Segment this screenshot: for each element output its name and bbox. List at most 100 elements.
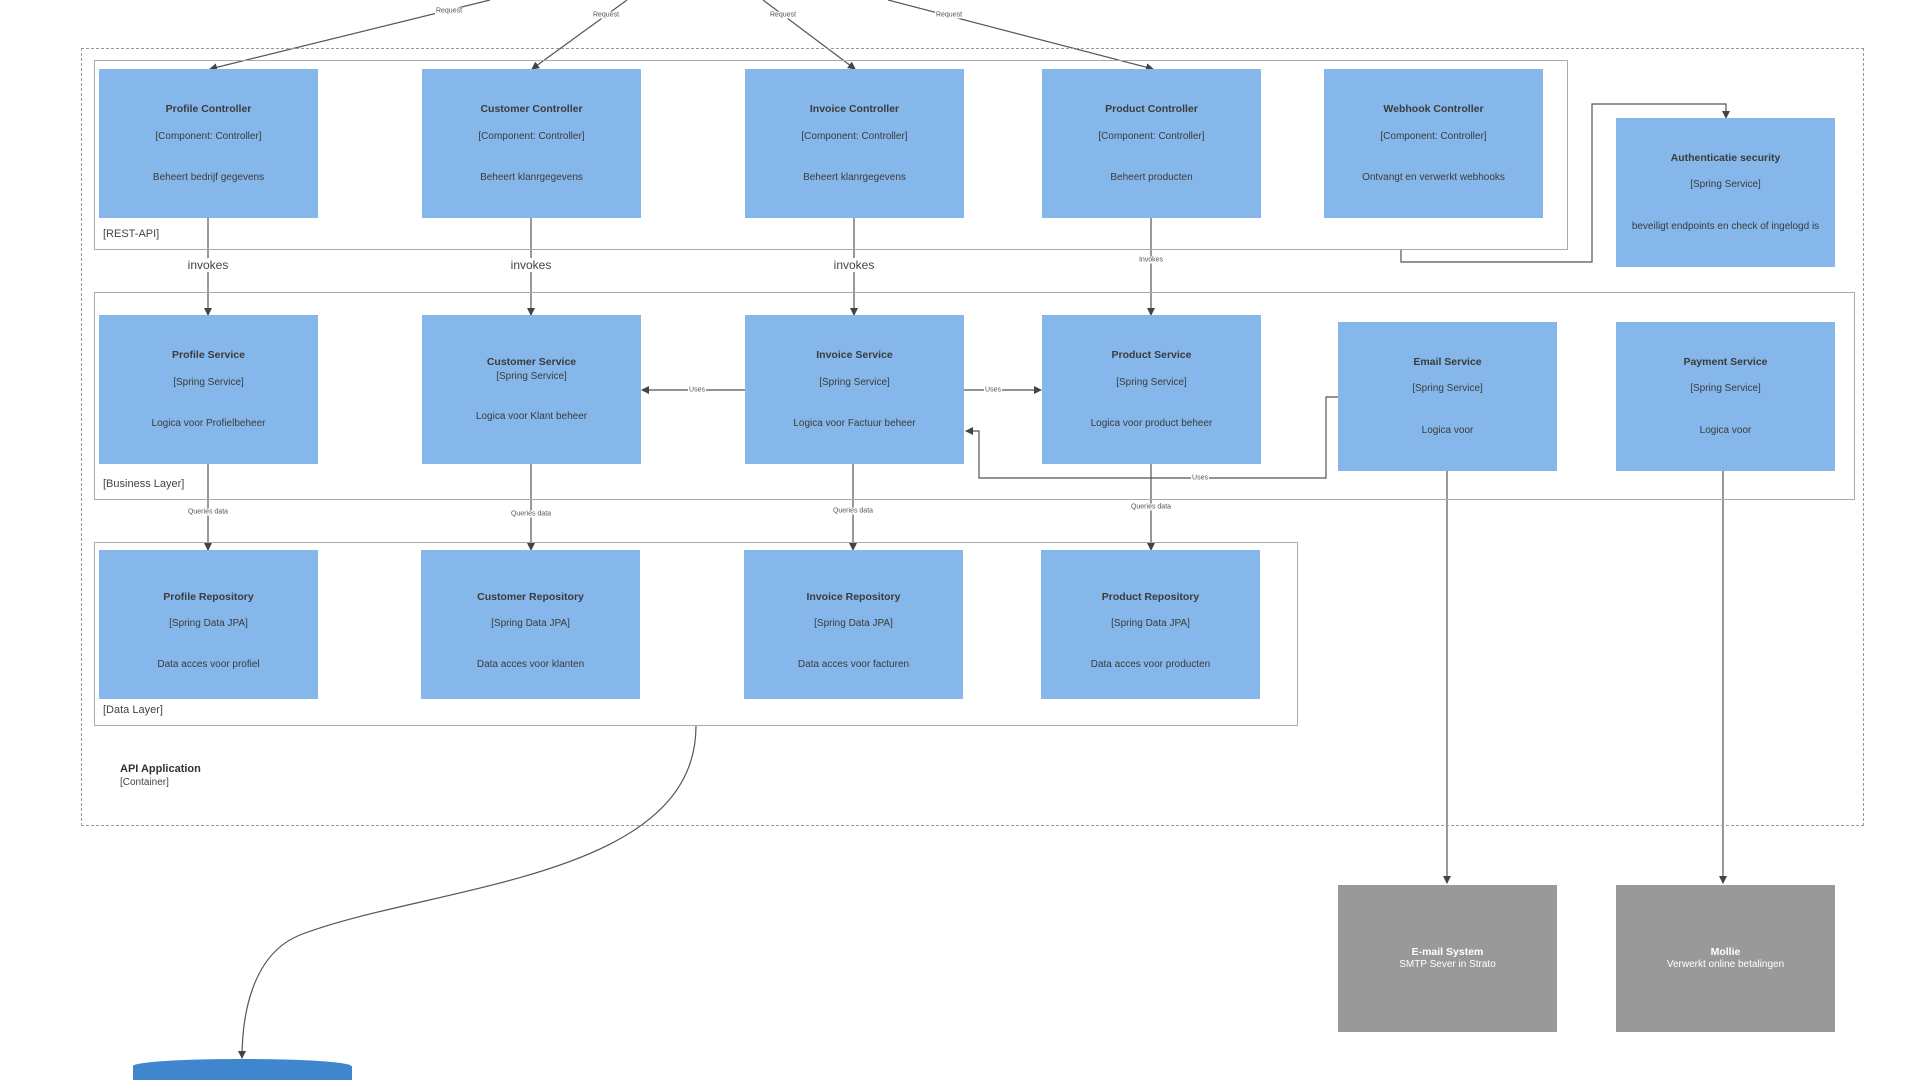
product-repository[interactable]: Product Repository [Spring Data JPA] Dat… (1041, 550, 1260, 699)
queries-label: Queries data (509, 510, 553, 518)
component-title: Invoice Controller (809, 103, 900, 115)
customer-controller[interactable]: Customer Controller [Component: Controll… (422, 69, 641, 218)
invoice-service[interactable]: Invoice Service [Spring Service] Logica … (745, 315, 964, 464)
invokes-label: invokes (508, 258, 554, 272)
request-label: Request (934, 11, 964, 19)
invokes-label: Invokes (1137, 256, 1165, 264)
webhook-controller[interactable]: Webhook Controller [Component: Controlle… (1324, 69, 1543, 218)
component-type: [Spring Service] (1412, 383, 1483, 394)
component-description: Data acces voor facturen (797, 659, 910, 670)
product-controller[interactable]: Product Controller [Component: Controlle… (1042, 69, 1261, 218)
component-description: Ontvangt en verwerkt webhooks (1362, 172, 1505, 183)
component-description: Logica voor (1699, 425, 1752, 436)
component-title: Product Service (1111, 349, 1192, 361)
component-title: Product Repository (1101, 591, 1200, 603)
data-layer (94, 542, 1298, 726)
profile-controller[interactable]: Profile Controller [Component: Controlle… (99, 69, 318, 218)
component-title: Profile Service (172, 349, 245, 361)
component-type: [Spring Service] (1690, 179, 1761, 190)
business-layer-label: [Business Layer] (103, 478, 185, 490)
component-description: Beheert producten (1110, 172, 1193, 183)
external-description: SMTP Sever in Strato (1399, 959, 1496, 970)
component-type: [Component: Controller] (1380, 131, 1487, 142)
email-system[interactable]: E-mail System SMTP Sever in Strato (1338, 885, 1557, 1032)
uses-label: Uses (984, 386, 1002, 394)
request-label: Request (591, 11, 621, 19)
invokes-label: invokes (185, 258, 231, 272)
component-title: Payment Service (1683, 356, 1768, 368)
component-type: [Spring Service] (1690, 383, 1761, 394)
uses-edge-email-invoice (965, 396, 1338, 479)
component-type: [Component: Controller] (155, 131, 262, 142)
request-label: Request (434, 7, 464, 15)
component-type: [Spring Data JPA] (169, 618, 248, 629)
customer-service[interactable]: Customer Service [Spring Service] Logica… (422, 315, 641, 464)
api-application-boundary (81, 48, 1864, 826)
container-title: API Application (120, 763, 201, 775)
queries-label: Queries data (186, 508, 230, 516)
uses-label: Uses (688, 386, 706, 394)
component-description: Beheert bedrijf gegevens (152, 172, 265, 183)
component-title: Customer Repository (477, 591, 584, 603)
component-description: Logica voor Klant beheer (475, 411, 588, 422)
rest-api-layer (94, 60, 1568, 250)
component-title: Customer Controller (480, 103, 583, 115)
component-type: [Spring Data JPA] (1111, 618, 1190, 629)
queries-label: Queries data (1129, 503, 1173, 511)
component-type: [Spring Service] (1116, 377, 1187, 388)
component-description: Beheert klanrgegevens (803, 172, 906, 183)
component-description: Logica voor product beheer (1090, 418, 1213, 429)
webhook-security-edge (1400, 103, 1730, 263)
uses-label: Uses (1191, 474, 1209, 482)
component-type: [Spring Service] (173, 377, 244, 388)
component-description: Data acces voor producten (1090, 659, 1211, 670)
component-type: [Component: Controller] (801, 131, 908, 142)
component-title: Invoice Service (816, 349, 893, 361)
business-layer (94, 292, 1855, 500)
database-cylinder (133, 1059, 352, 1080)
data-layer-label: [Data Layer] (103, 704, 163, 716)
external-title: Mollie (1710, 946, 1741, 958)
component-description: Logica voor Factuur beheer (793, 418, 916, 429)
invoice-repository[interactable]: Invoice Repository [Spring Data JPA] Dat… (744, 550, 963, 699)
component-type: [Component: Controller] (478, 131, 585, 142)
invokes-label: invokes (831, 258, 877, 272)
component-description: Data acces voor klanten (476, 659, 585, 670)
product-service[interactable]: Product Service [Spring Service] Logica … (1042, 315, 1261, 464)
component-description: Beheert klanrgegevens (480, 172, 583, 183)
component-description: Logica voor (1421, 425, 1474, 436)
component-type: [Spring Data JPA] (491, 618, 570, 629)
authenticatie-security[interactable]: Authenticatie security [Spring Service] … (1616, 118, 1835, 267)
profile-service[interactable]: Profile Service [Spring Service] Logica … (99, 315, 318, 464)
component-description: beveiligt endpoints en check of ingelogd… (1631, 221, 1820, 232)
customer-repository[interactable]: Customer Repository [Spring Data JPA] Da… (421, 550, 640, 699)
component-type: [Spring Service] (819, 377, 890, 388)
component-type: [Spring Service] (496, 371, 567, 382)
component-title: Profile Repository (163, 591, 254, 603)
invoice-controller[interactable]: Invoice Controller [Component: Controlle… (745, 69, 964, 218)
component-description: Data acces voor profiel (157, 659, 260, 670)
component-title: Customer Service (486, 356, 577, 368)
rest-api-layer-label: [REST-API] (103, 228, 160, 240)
container-type: [Container] (120, 777, 169, 788)
email-service[interactable]: Email Service [Spring Service] Logica vo… (1338, 322, 1557, 471)
external-description: Verwerkt online betalingen (1666, 959, 1785, 970)
component-description: Logica voor Profielbeheer (151, 418, 266, 429)
external-title: E-mail System (1411, 946, 1484, 958)
component-title: Product Controller (1105, 103, 1198, 115)
component-title: Authenticatie security (1670, 152, 1781, 164)
payment-service[interactable]: Payment Service [Spring Service] Logica … (1616, 322, 1835, 471)
mollie-system[interactable]: Mollie Verwerkt online betalingen (1616, 885, 1835, 1032)
queries-label: Queries data (831, 507, 875, 515)
component-type: [Component: Controller] (1098, 131, 1205, 142)
request-label: Request (768, 11, 798, 19)
component-title: Invoice Repository (806, 591, 901, 603)
component-title: Webhook Controller (1383, 103, 1484, 115)
component-title: Email Service (1413, 356, 1482, 368)
component-title: Profile Controller (165, 103, 252, 115)
request-edge-product (887, 0, 1154, 72)
profile-repository[interactable]: Profile Repository [Spring Data JPA] Dat… (99, 550, 318, 699)
database-edge (238, 725, 697, 1059)
component-type: [Spring Data JPA] (814, 618, 893, 629)
